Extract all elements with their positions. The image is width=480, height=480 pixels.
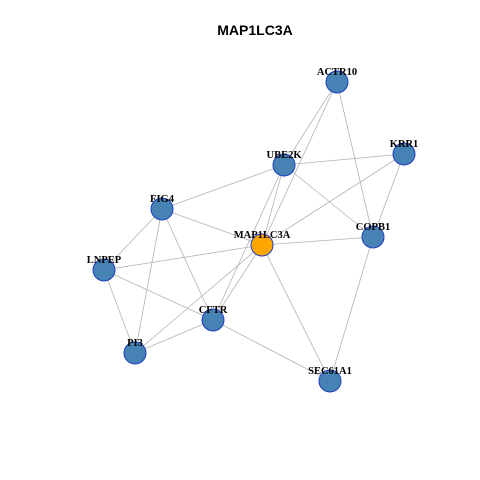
edge-krr1-ube2k <box>283 153 405 166</box>
edge-cftr-pi3 <box>134 319 214 354</box>
node-map1lc3a[interactable] <box>250 233 274 257</box>
edge-fig4-lnpep <box>103 208 163 271</box>
edge-lnpep-cftr <box>103 269 214 321</box>
edge-fig4-cftr <box>161 208 214 321</box>
node-layer <box>92 70 416 393</box>
node-label-fig4: FIG4 <box>150 194 175 205</box>
edge-fig4-pi3 <box>134 208 163 354</box>
edge-ube2k-copb1 <box>283 164 374 238</box>
edge-krr1-copb1 <box>372 153 405 238</box>
node-label-copb1: COPB1 <box>356 222 390 233</box>
node-actr10[interactable] <box>325 70 349 94</box>
node-label-krr1: KRR1 <box>390 139 419 150</box>
edge-ube2k-map1lc3a <box>261 164 285 246</box>
node-label-map1lc3a: MAP1LC3A <box>234 230 291 241</box>
node-label-cftr: CFTR <box>199 305 228 316</box>
edge-fig4-map1lc3a <box>161 208 263 246</box>
node-label-ube2k: UBE2K <box>266 150 302 161</box>
edge-krr1-map1lc3a <box>261 153 405 246</box>
edge-map1lc3a-pi3 <box>134 244 263 354</box>
node-fig4[interactable] <box>150 197 174 221</box>
edge-layer <box>103 81 405 382</box>
node-label-sec61a1: SEC61A1 <box>308 366 352 377</box>
node-label-lnpep: LNPEP <box>87 255 122 266</box>
edge-ube2k-cftr <box>212 164 285 321</box>
node-pi3[interactable] <box>123 341 147 365</box>
edge-actr10-copb1 <box>336 81 374 238</box>
edge-lnpep-pi3 <box>103 269 136 354</box>
edge-actr10-ube2k <box>283 81 338 166</box>
node-sec61a1[interactable] <box>318 369 342 393</box>
node-krr1[interactable] <box>392 142 416 166</box>
node-cftr[interactable] <box>201 308 225 332</box>
edge-map1lc3a-copb1 <box>261 236 374 246</box>
edge-map1lc3a-sec61a1 <box>261 244 331 382</box>
edge-copb1-sec61a1 <box>329 236 374 382</box>
edge-map1lc3a-lnpep <box>103 244 263 271</box>
node-label-actr10: ACTR10 <box>317 67 357 78</box>
edge-map1lc3a-cftr <box>212 244 263 321</box>
edge-cftr-sec61a1 <box>212 319 331 382</box>
node-label-pi3: PI3 <box>127 338 143 349</box>
graph-title: MAP1LC3A <box>217 22 292 38</box>
node-lnpep[interactable] <box>92 258 116 282</box>
node-ube2k[interactable] <box>272 153 296 177</box>
edge-ube2k-fig4 <box>161 164 285 210</box>
node-copb1[interactable] <box>361 225 385 249</box>
